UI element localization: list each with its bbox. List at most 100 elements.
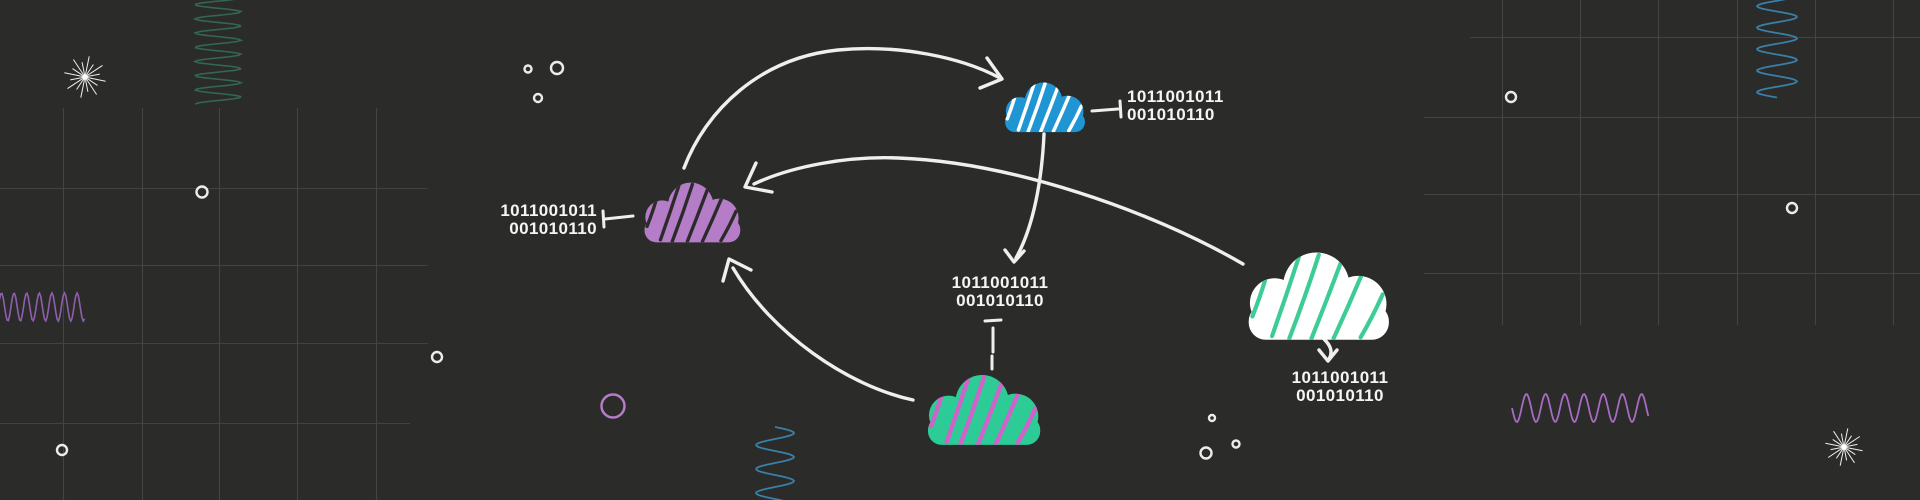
- arrowhead: [978, 56, 1004, 90]
- star-ray: [70, 77, 83, 81]
- arrow-blue-to-green-label: [1003, 132, 1046, 264]
- hatch-stroke: [944, 374, 972, 445]
- star-ray: [67, 78, 83, 90]
- star-ray: [1839, 449, 1844, 466]
- arrow-curve: [731, 266, 915, 402]
- star-ray: [1846, 447, 1863, 452]
- star-ray: [76, 79, 84, 90]
- hatch-stroke: [975, 380, 1005, 445]
- white-cloud: [1248, 252, 1389, 340]
- hatch-stroke: [1039, 86, 1060, 133]
- purple-label-connector: [601, 209, 635, 229]
- white-cloud-binary-label: 1011001011 001010110: [1265, 369, 1415, 405]
- grid-line: [0, 187, 428, 425]
- hatch-stroke: [1067, 104, 1084, 133]
- starburst-left: [64, 56, 106, 98]
- coil-squiggle-bottom-center: [754, 426, 796, 500]
- arrowhead: [721, 257, 753, 283]
- arrowhead: [1317, 348, 1339, 363]
- star-ray: [64, 72, 83, 77]
- arrowhead: [1003, 248, 1026, 264]
- star-ray: [80, 79, 85, 98]
- grid-line: [1501, 0, 1895, 325]
- hatch-stroke: [719, 209, 738, 243]
- star-ray: [72, 68, 83, 76]
- hatch-stroke: [958, 374, 987, 445]
- star-ray: [1833, 430, 1843, 445]
- green-cloud-binary-label: 1011001011 001010110: [925, 274, 1075, 310]
- hatch-stroke: [1287, 252, 1321, 340]
- star-ray: [1825, 442, 1842, 447]
- star-ray: [1844, 428, 1849, 445]
- star-ray: [1845, 449, 1855, 464]
- star-ray: [87, 64, 103, 76]
- hatch-stroke: [1331, 272, 1364, 340]
- hatch-stroke: [1016, 82, 1037, 132]
- grid-line: [62, 108, 378, 500]
- star-ray: [1832, 438, 1842, 446]
- star-ray: [81, 62, 85, 75]
- arrow-white-to-label: [1317, 337, 1339, 363]
- dot-circle: [549, 60, 565, 76]
- star-ray: [1844, 449, 1848, 461]
- star-ray: [1845, 435, 1853, 445]
- star-ray: [72, 59, 84, 75]
- star-ray: [1846, 448, 1856, 456]
- binary-line: 001010110: [956, 291, 1044, 310]
- star-ray: [1846, 443, 1858, 447]
- star-ray: [87, 77, 106, 82]
- arrow-green-to-purple: [721, 257, 915, 402]
- starburst-right: [1825, 428, 1863, 466]
- binary-line: 1011001011: [1127, 87, 1224, 106]
- star-ray: [85, 79, 89, 92]
- green-label-connector: [983, 318, 1003, 371]
- hatch-stroke: [1309, 260, 1344, 340]
- star-center: [1841, 444, 1847, 450]
- hatch-stroke: [658, 182, 682, 242]
- star-ray: [87, 78, 98, 86]
- blue-cloud-binary-label: 1011001011 001010110: [1127, 88, 1277, 124]
- arrow-curve: [752, 156, 1245, 266]
- star-ray: [1840, 433, 1844, 445]
- dot-circle: [532, 92, 544, 104]
- dot-circle: [1785, 201, 1799, 215]
- dot-circle: [430, 350, 444, 364]
- binary-line: 001010110: [1127, 105, 1215, 124]
- dot-circle: [1231, 439, 1241, 449]
- grid-right: [1424, 0, 1920, 325]
- arrowhead: [743, 161, 774, 194]
- star-ray: [1846, 436, 1861, 446]
- arrow-purple-to-blue: [682, 46, 1004, 170]
- arrow-curve: [1014, 132, 1046, 260]
- hatch-stroke: [700, 196, 724, 243]
- wave-line-left: [0, 291, 86, 323]
- hatch-stroke: [670, 182, 695, 243]
- star-ray: [85, 56, 90, 75]
- hatch-stroke: [1358, 292, 1385, 340]
- hatch-stroke: [1015, 406, 1038, 445]
- dot-circle: [523, 64, 533, 74]
- binary-line: 1011001011: [500, 201, 597, 220]
- dot-circle: [195, 185, 209, 199]
- grid-left: [0, 108, 428, 500]
- arrow-curve: [682, 46, 1000, 170]
- dot-circle: [1199, 446, 1213, 460]
- hatch-stroke: [1269, 252, 1303, 339]
- purple-outline-circle: [600, 393, 626, 419]
- binary-line: 1011001011: [951, 273, 1049, 292]
- hatch-stroke: [685, 187, 710, 243]
- dot-circles: [55, 60, 1799, 460]
- purple-cloud-binary-label: 1011001011 001010110: [447, 202, 597, 238]
- star-ray: [87, 73, 100, 77]
- binary-line: 001010110: [509, 219, 597, 238]
- star-ray: [1835, 449, 1843, 459]
- blue-label-connector: [1090, 99, 1123, 119]
- hatch-stroke: [1026, 82, 1047, 133]
- dot-circle: [1207, 413, 1217, 423]
- dot-circle: [55, 443, 69, 457]
- label-connectors: [601, 99, 1123, 371]
- star-ray: [1827, 448, 1842, 458]
- coil-squiggle-top-left: [192, 0, 244, 105]
